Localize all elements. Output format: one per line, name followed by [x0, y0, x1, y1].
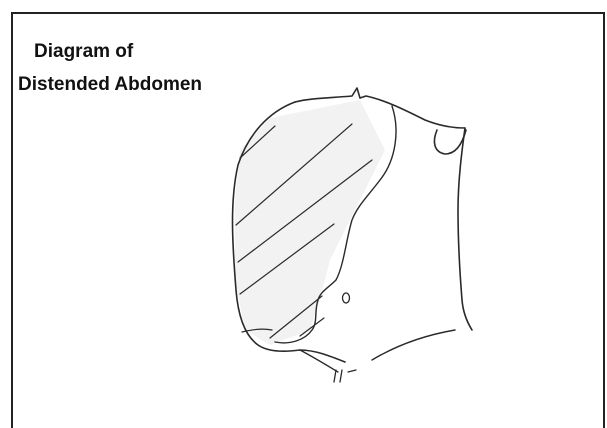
- body-outline-right: [458, 128, 472, 330]
- navel-mark: [343, 293, 350, 303]
- shaded-region-fill: [235, 100, 385, 345]
- tick-mark-2: [340, 370, 342, 382]
- upper-right-bump: [434, 130, 466, 154]
- tick-mark-3: [348, 370, 356, 372]
- tick-mark-1: [334, 370, 336, 382]
- groin-curve-right: [372, 330, 455, 360]
